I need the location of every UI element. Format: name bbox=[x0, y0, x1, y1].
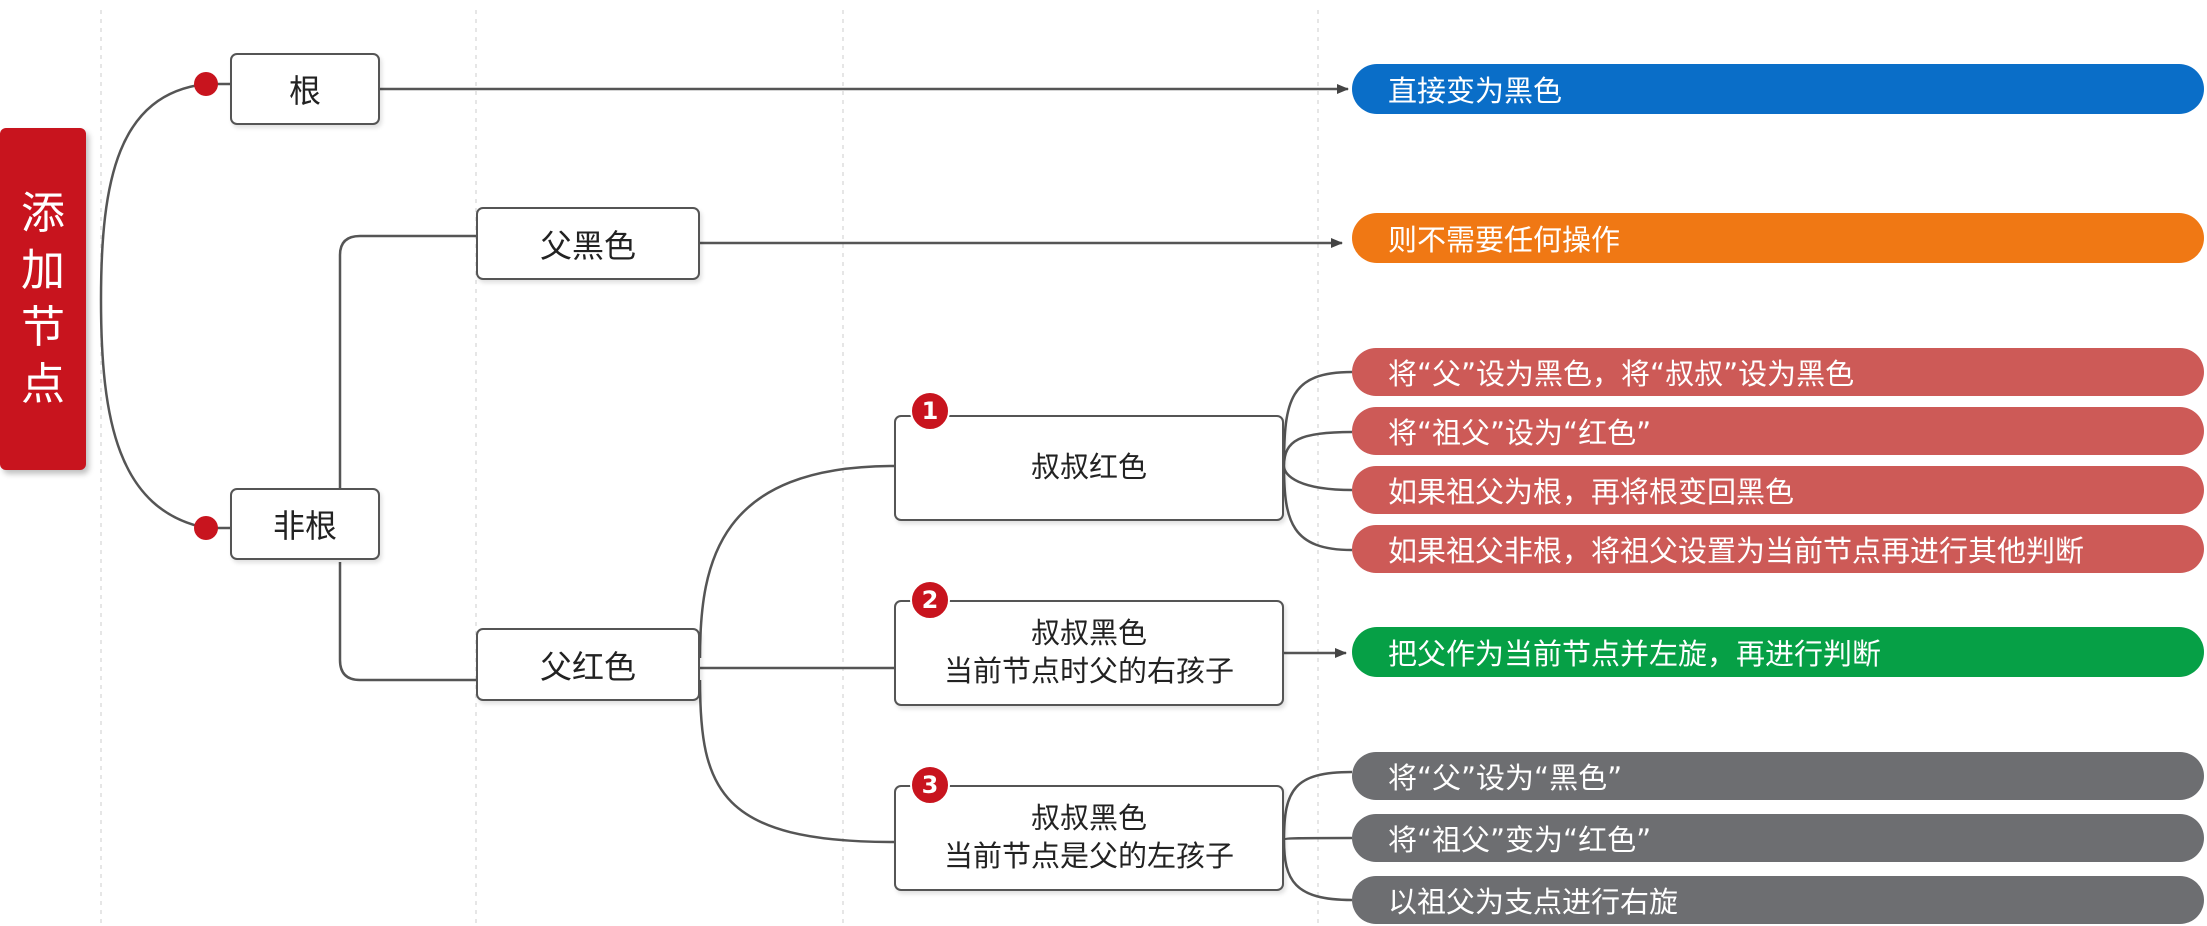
uncle-red-node-label: 叔叔红色 bbox=[1030, 450, 1147, 485]
nonroot-branch-connector bbox=[338, 234, 476, 488]
case3-bracket-connector bbox=[1282, 770, 1353, 902]
case3-result-pill: 将“父”设为“黑色” bbox=[1352, 752, 2204, 800]
title-char: 点 bbox=[21, 359, 65, 411]
case1-result-pill: 将“父”设为黑色，将“叔叔”设为黑色 bbox=[1352, 348, 2204, 396]
non-root-node[interactable]: 非根 bbox=[230, 488, 380, 560]
case3-result-pill: 将“祖父”变为“红色” bbox=[1352, 814, 2204, 862]
right-child-label: 当前节点时父的右孩子 bbox=[943, 654, 1234, 688]
non-root-node-label: 非根 bbox=[272, 507, 337, 545]
case1-result-pill: 如果祖父非根，将祖父设置为当前节点再进行其他判断 bbox=[1352, 525, 2204, 573]
parent-red-to-case3-connector bbox=[698, 679, 895, 844]
parent-black-node[interactable]: 父黑色 bbox=[476, 207, 700, 280]
uncle-black-label: 叔叔黑色 bbox=[1030, 801, 1147, 836]
nonroot-to-parent-red-connector bbox=[338, 562, 476, 682]
root-result-pill: 直接变为黑色 bbox=[1352, 64, 2204, 114]
parent-black-result-pill: 则不需要任何操作 bbox=[1352, 213, 2204, 263]
uncle-red-node[interactable]: 叔叔红色 bbox=[894, 415, 1284, 521]
case-3-badge: 3 bbox=[910, 765, 950, 805]
left-child-label: 当前节点是父的左孩子 bbox=[943, 839, 1234, 873]
uncle-black-label: 叔叔黑色 bbox=[1030, 616, 1147, 651]
title-char: 添 bbox=[21, 187, 65, 239]
case1-bracket-connector bbox=[1282, 370, 1353, 552]
root-node-label: 根 bbox=[288, 72, 321, 110]
parent-red-node[interactable]: 父红色 bbox=[476, 628, 700, 701]
case3-result-pill: 以祖父为支点进行右旋 bbox=[1352, 876, 2204, 924]
case1-result-pill: 如果祖父为根，再将根变回黑色 bbox=[1352, 466, 2204, 514]
case1-result-pill: 将“祖父”设为“红色” bbox=[1352, 407, 2204, 455]
parent-red-to-uncle-red-connector bbox=[698, 464, 895, 659]
uncle-black-left-child-node[interactable]: 叔叔黑色 当前节点是父的左孩子 bbox=[894, 785, 1284, 891]
parent-black-node-label: 父黑色 bbox=[539, 226, 636, 265]
title-to-root-connector bbox=[99, 82, 207, 530]
nonroot-dot bbox=[194, 516, 218, 540]
title-char: 加 bbox=[21, 244, 65, 296]
root-dot bbox=[194, 72, 218, 96]
case-1-badge: 1 bbox=[910, 391, 950, 431]
case2-result-pill: 把父作为当前节点并左旋，再进行判断 bbox=[1352, 627, 2204, 677]
title-char: 节 bbox=[21, 302, 65, 353]
uncle-black-right-child-node[interactable]: 叔叔黑色 当前节点时父的右孩子 bbox=[894, 600, 1284, 706]
root-node[interactable]: 根 bbox=[230, 53, 380, 125]
parent-red-node-label: 父红色 bbox=[539, 647, 636, 686]
case-2-badge: 2 bbox=[910, 580, 950, 620]
add-node-title: 添 加 节 点 bbox=[0, 128, 86, 470]
